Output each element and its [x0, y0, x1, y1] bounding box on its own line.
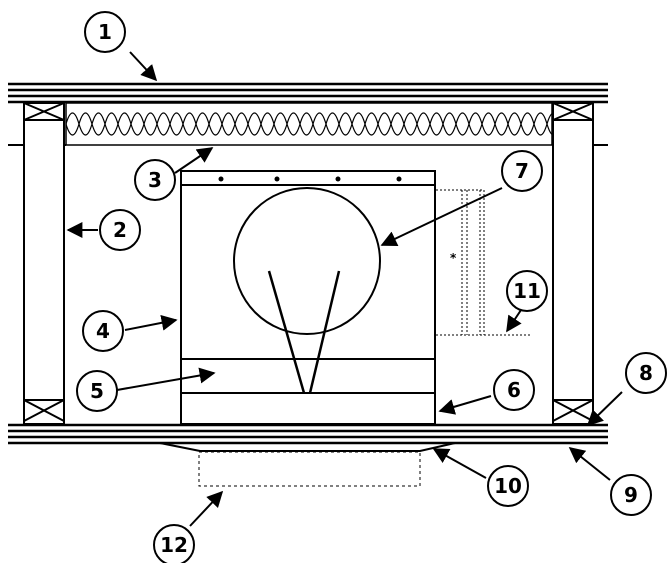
callout-6: 6	[493, 369, 535, 411]
callout-9: 9	[610, 474, 652, 516]
callout-2: 2	[99, 209, 141, 251]
callout-3: 3	[134, 159, 176, 201]
right-stud	[552, 102, 594, 425]
bottom-boards	[8, 423, 608, 445]
leader-10	[432, 448, 487, 479]
leader-lines	[66, 51, 623, 527]
callout-circle-11	[506, 270, 548, 312]
callout-11: 11	[506, 270, 548, 312]
callout-label-7: 7	[515, 159, 529, 183]
leader-12	[189, 490, 224, 527]
callout-label-9: 9	[624, 483, 638, 507]
callout-circle-3	[134, 159, 176, 201]
callout-label-5: 5	[90, 379, 104, 403]
callout-circle-6	[493, 369, 535, 411]
leader-8	[586, 391, 623, 427]
leader-4	[124, 314, 178, 331]
dimension-marker: *	[450, 251, 457, 265]
bottom-trim	[159, 442, 456, 452]
leader-7	[380, 187, 503, 247]
callout-circle-7	[501, 150, 543, 192]
callout-label-8: 8	[639, 361, 653, 385]
callout-8: 8	[625, 352, 667, 394]
callout-5: 5	[76, 370, 118, 412]
duct-opening-circle	[233, 187, 381, 335]
left-stud	[23, 102, 65, 425]
callout-label-6: 6	[507, 378, 521, 402]
callout-label-3: 3	[148, 168, 162, 192]
insulation-batt	[65, 102, 561, 146]
grille-dashed	[198, 451, 421, 487]
callout-label-10: 10	[494, 474, 522, 498]
callout-circle-1	[84, 11, 126, 53]
callout-label-1: 1	[98, 20, 112, 44]
leader-11	[506, 309, 522, 333]
top-boards	[8, 82, 608, 104]
leader-1	[129, 51, 158, 82]
leader-5	[116, 367, 216, 391]
callout-circle-10	[487, 465, 529, 507]
callout-4: 4	[82, 310, 124, 352]
callout-label-11: 11	[513, 279, 541, 303]
callout-12: 12	[153, 524, 195, 566]
callout-circle-4	[82, 310, 124, 352]
callout-circle-8	[625, 352, 667, 394]
damper-blades	[267, 270, 341, 394]
callout-circle-2	[99, 209, 141, 251]
callout-label-2: 2	[113, 218, 127, 242]
dimension-lines	[436, 189, 530, 336]
callout-1: 1	[84, 11, 126, 53]
callout-label-12: 12	[160, 533, 188, 557]
callout-7: 7	[501, 150, 543, 192]
callout-10: 10	[487, 465, 529, 507]
housing-rivets	[218, 176, 402, 182]
callout-circle-5	[76, 370, 118, 412]
leader-9	[568, 447, 611, 481]
leader-6	[438, 395, 492, 415]
callout-label-4: 4	[96, 319, 110, 343]
leader-3	[174, 147, 214, 174]
callout-circle-9	[610, 474, 652, 516]
